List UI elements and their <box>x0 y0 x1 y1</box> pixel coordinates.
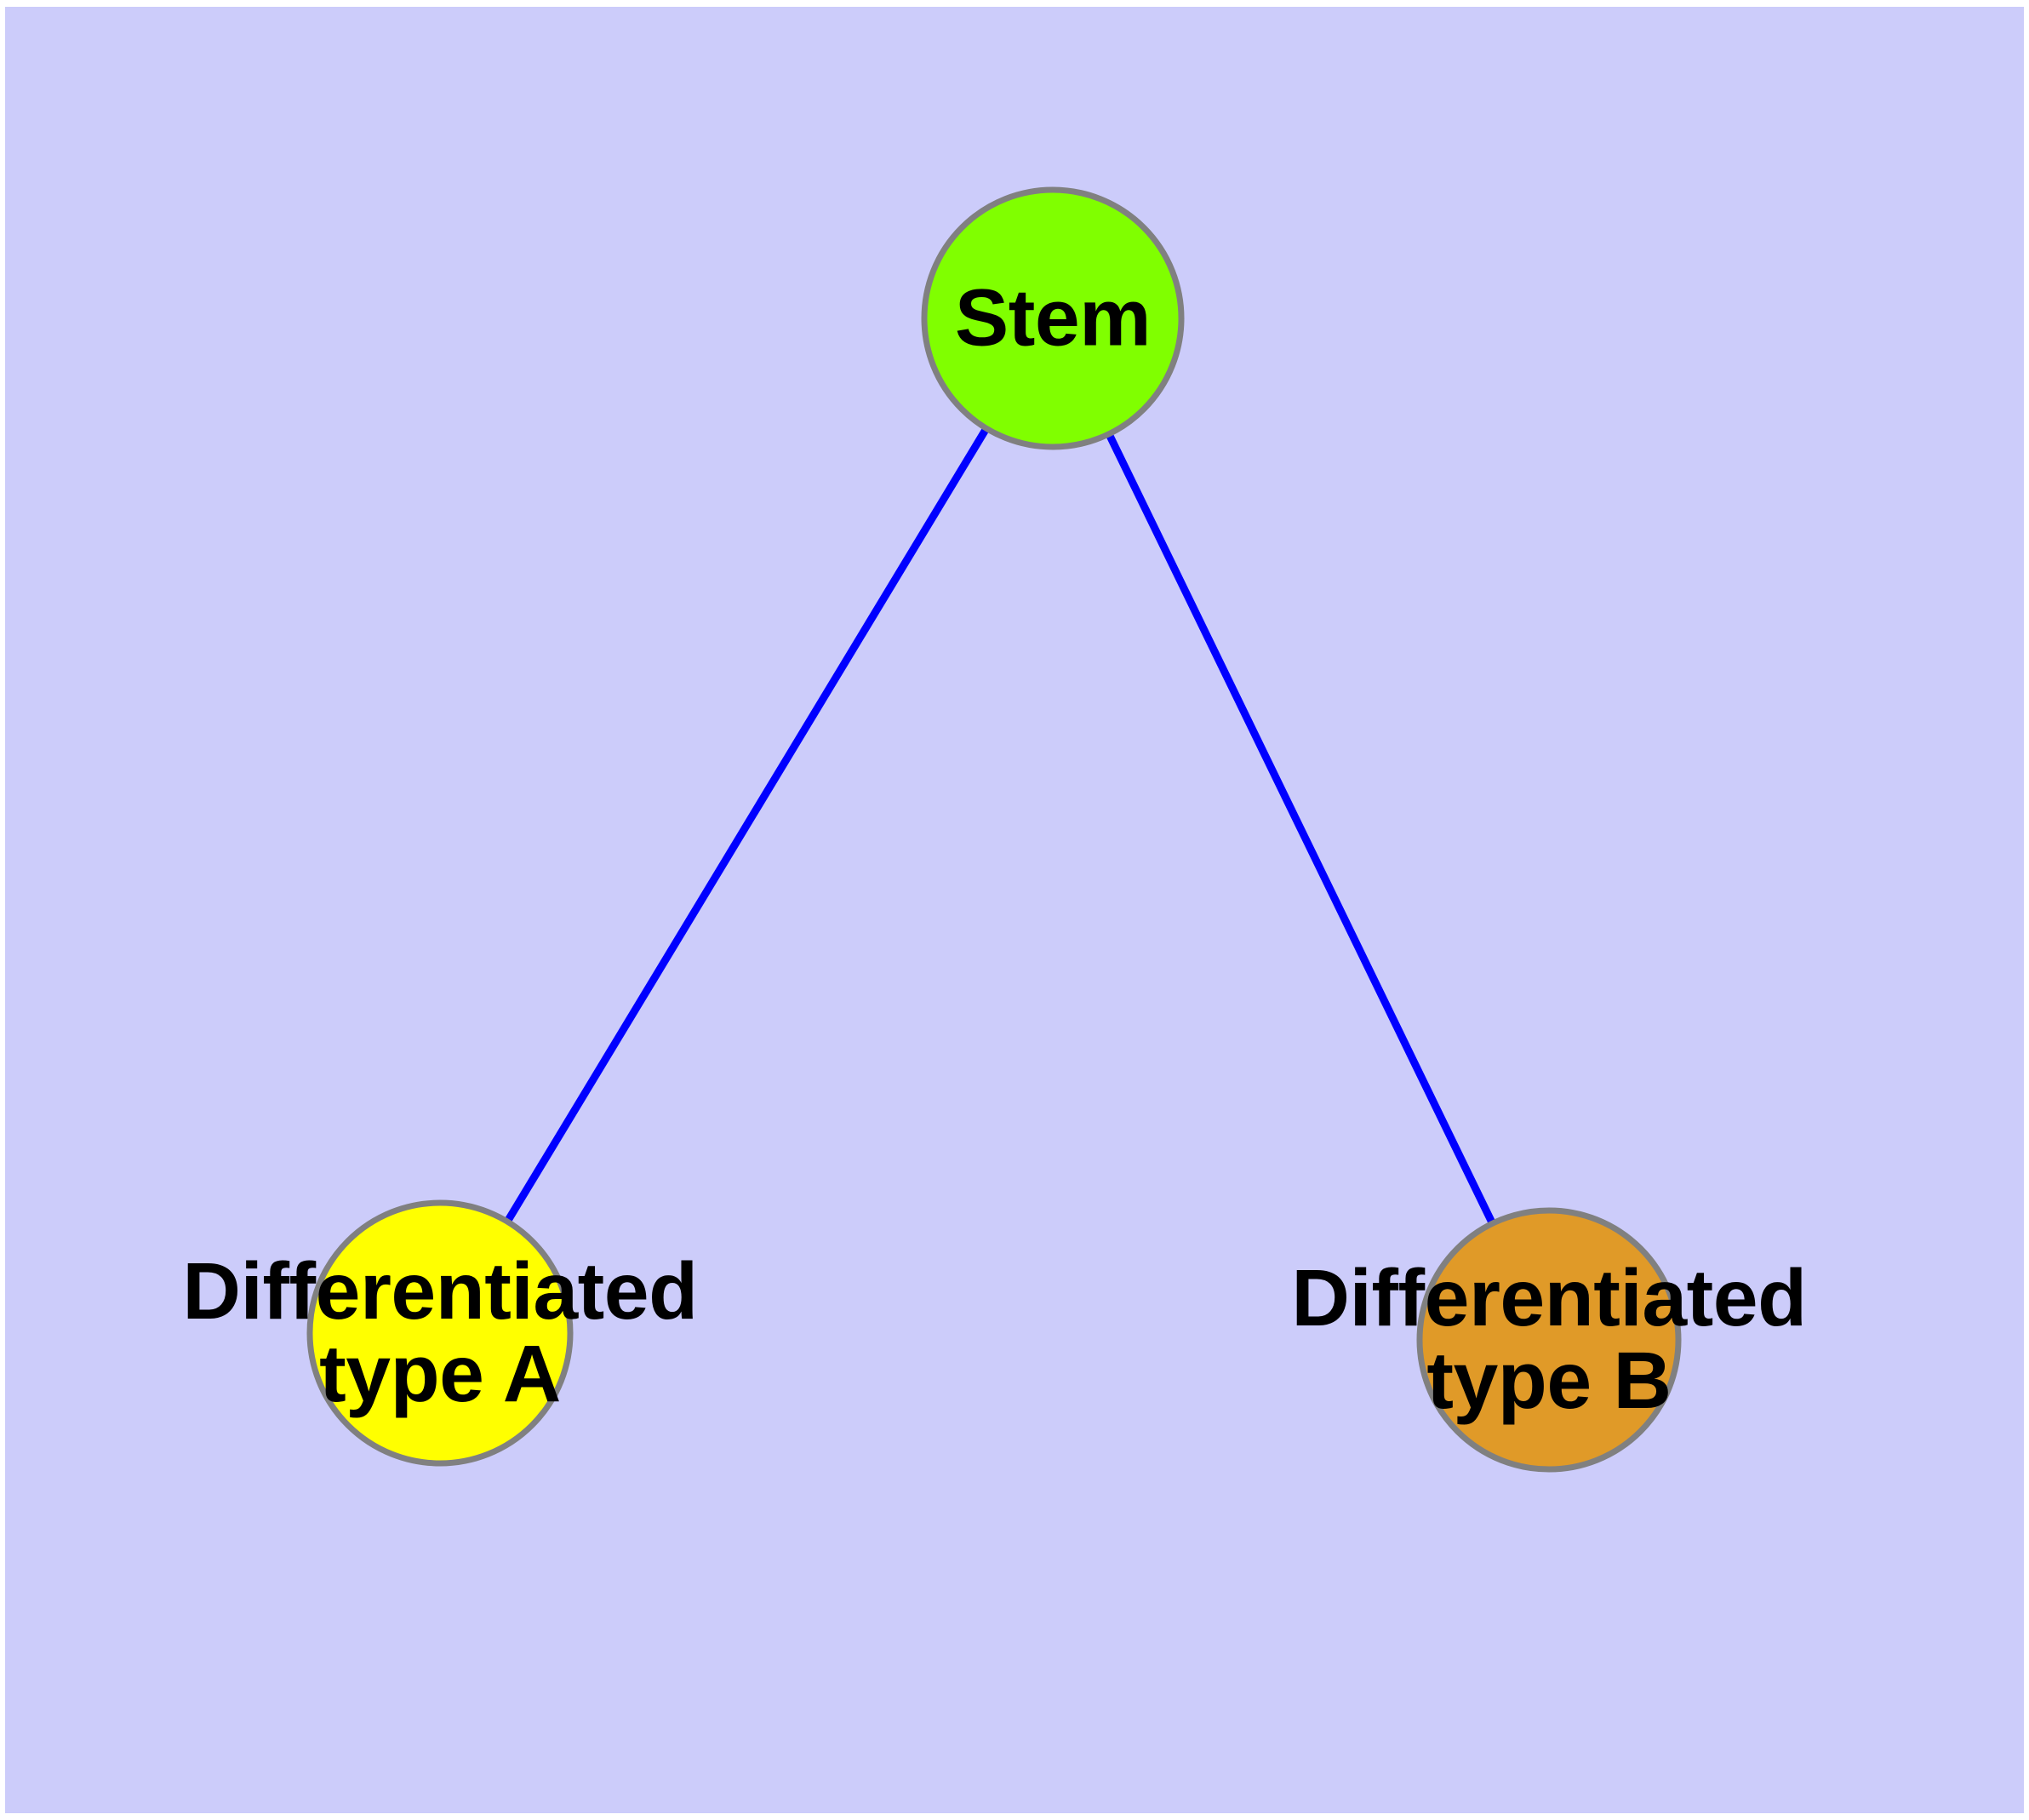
graph-node-stem[interactable] <box>921 186 1185 450</box>
graph-node-diff_b[interactable] <box>1416 1207 1682 1473</box>
nodes-layer <box>306 186 1682 1473</box>
graph-node-diff_a[interactable] <box>306 1199 574 1467</box>
edges-layer <box>437 316 1553 1342</box>
graph-edge <box>1049 317 1553 1342</box>
graph-edge <box>437 316 1056 1336</box>
